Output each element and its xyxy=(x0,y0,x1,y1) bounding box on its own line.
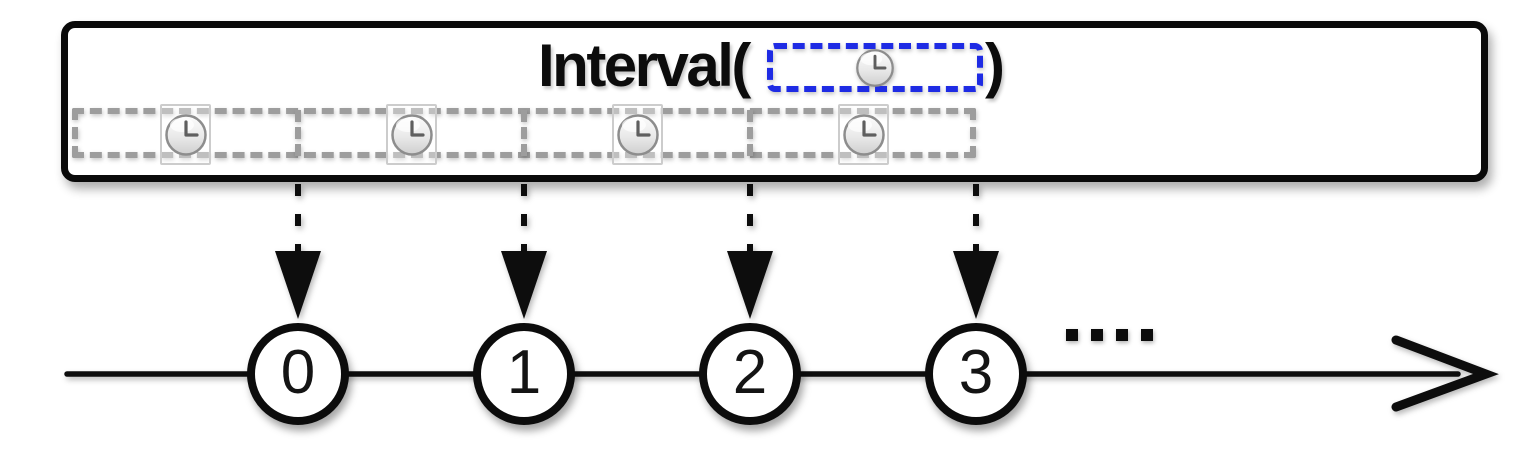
ellipsis-dot xyxy=(1116,329,1128,341)
down-arrowheads xyxy=(275,251,999,319)
clock-cell xyxy=(612,104,663,165)
timeline-arrowhead xyxy=(1391,335,1499,412)
event-label: 2 xyxy=(732,338,768,407)
strip-separator xyxy=(295,110,301,156)
event-circle: 2 xyxy=(699,323,801,425)
strip-separator xyxy=(747,110,753,156)
clock-icon xyxy=(856,48,894,87)
dashed-connector-lines xyxy=(295,184,979,252)
event-circle: 1 xyxy=(473,323,575,425)
clock-cell xyxy=(160,104,211,165)
strip-separator xyxy=(521,110,527,156)
interval-argument-box xyxy=(767,43,983,92)
ellipsis-dot xyxy=(1091,329,1103,341)
clock-cell xyxy=(838,104,889,165)
clock-icon xyxy=(390,113,433,156)
interval-title-prefix: Interval( xyxy=(538,32,751,99)
event-label: 0 xyxy=(280,338,316,407)
ellipsis-dot xyxy=(1066,329,1078,341)
interval-title-suffix: ) xyxy=(985,32,1005,99)
ellipsis-dot xyxy=(1141,329,1153,341)
event-circle: 0 xyxy=(247,323,349,425)
event-circle: 3 xyxy=(925,323,1027,425)
observable-box: Interval( ) xyxy=(61,21,1488,182)
event-label: 1 xyxy=(506,338,542,407)
event-label: 3 xyxy=(958,338,994,407)
ellipsis-dots xyxy=(1066,329,1153,341)
clock-icon xyxy=(616,113,659,156)
clock-icon xyxy=(164,113,207,156)
clock-icon xyxy=(842,113,885,156)
clock-cell xyxy=(386,104,437,165)
